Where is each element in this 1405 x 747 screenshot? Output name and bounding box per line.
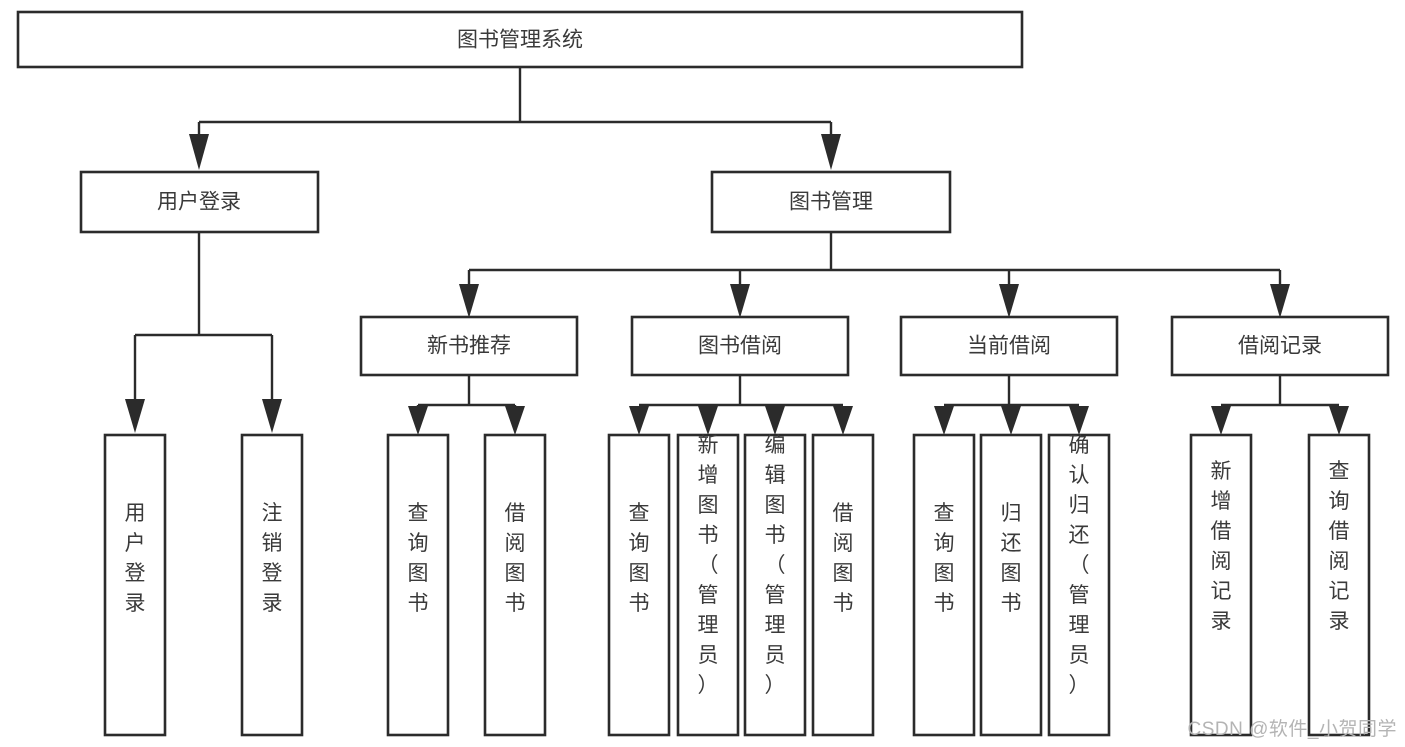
arrow-head-user-login — [189, 134, 209, 170]
node-borrow-record[interactable]: 借阅记录 — [1170, 315, 1390, 377]
arrow-head-new-book-recommend — [459, 284, 479, 318]
arrow-head-br-leaf-1 — [1211, 406, 1231, 435]
node-user-login-box — [79, 170, 320, 234]
leaf-bb-add-book-label: 新增图书（管理员） — [698, 434, 719, 697]
connector-layer — [125, 67, 1349, 435]
leaf-br-add-record[interactable]: 新增借阅记录 — [1189, 433, 1253, 737]
leaf-br-query-record[interactable]: 查询借阅记录 — [1307, 433, 1371, 737]
leaf-br-query-record-box — [1307, 433, 1371, 737]
node-root-system-label: 图书管理系统 — [457, 29, 583, 52]
leaf-cb-query-book-box — [912, 433, 976, 737]
leaf-cb-query-book[interactable]: 查询图书 — [912, 433, 976, 737]
leaf-bb-borrow-book-box — [811, 433, 875, 737]
leaf-bb-borrow-book[interactable]: 借阅图书 — [811, 433, 875, 737]
leaf-user-login-login-label: 用户登录 — [125, 502, 146, 615]
leaf-bb-edit-book-label: 编辑图书（管理员） — [765, 434, 786, 697]
leaf-cb-confirm-return-label: 确认归还（管理员） — [1069, 434, 1090, 697]
leaf-bb-edit-book-box — [743, 433, 807, 737]
arrow-head-bb-leaf-2 — [698, 406, 718, 435]
leaf-cb-return-book-label: 归还图书 — [1001, 502, 1022, 615]
node-book-borrow[interactable]: 图书借阅 — [630, 315, 850, 377]
node-current-borrow-box — [899, 315, 1119, 377]
node-root-system[interactable]: 图书管理系统 — [16, 10, 1024, 69]
leaf-bb-add-book[interactable]: 新增图书（管理员） — [676, 433, 740, 737]
arrow-head-br-leaf-2 — [1329, 406, 1349, 435]
arrow-head-user-login-leaf-2 — [262, 399, 282, 433]
watermark-csdn: CSDN @软件_小贺同学 — [1187, 719, 1397, 740]
leaf-cb-confirm-return-box — [1047, 433, 1111, 737]
leaf-br-add-record-label: 新增借阅记录 — [1211, 460, 1232, 633]
arrow-head-nbr-leaf-1 — [408, 406, 428, 435]
arrow-head-book-management — [821, 134, 841, 170]
arrow-head-nbr-leaf-2 — [505, 406, 525, 435]
leaf-nbr-query-book-box — [386, 433, 450, 737]
leaf-bb-query-book-box — [607, 433, 671, 737]
arrow-head-bb-leaf-1 — [629, 406, 649, 435]
node-current-borrow-label: 当前借阅 — [967, 335, 1051, 358]
arrow-head-cb-leaf-3 — [1069, 406, 1089, 435]
node-book-management-box — [710, 170, 952, 234]
node-user-login[interactable]: 用户登录 — [79, 170, 320, 234]
leaf-user-login-login-box — [103, 433, 167, 737]
arrow-head-current-borrow — [999, 284, 1019, 318]
arrow-head-bb-leaf-3 — [765, 406, 785, 435]
leaf-br-add-record-box — [1189, 433, 1253, 737]
node-book-borrow-label: 图书借阅 — [698, 335, 782, 358]
leaf-nbr-borrow-book-box — [483, 433, 547, 737]
node-borrow-record-box — [1170, 315, 1390, 377]
node-book-management-label: 图书管理 — [789, 191, 873, 214]
node-new-book-recommend-box — [359, 315, 579, 377]
node-new-book-recommend[interactable]: 新书推荐 — [359, 315, 579, 377]
leaf-bb-query-book[interactable]: 查询图书 — [607, 433, 671, 737]
leaf-user-login-login[interactable]: 用户登录 — [103, 433, 167, 737]
leaf-nbr-query-book[interactable]: 查询图书 — [386, 433, 450, 737]
leaf-br-query-record-label: 查询借阅记录 — [1329, 460, 1350, 633]
node-new-book-recommend-label: 新书推荐 — [427, 335, 511, 358]
arrow-head-cb-leaf-1 — [934, 406, 954, 435]
arrow-head-book-borrow — [730, 284, 750, 318]
leaf-cb-return-book-box — [979, 433, 1043, 737]
leaf-user-login-logout-label: 注销登录 — [262, 502, 283, 615]
node-book-borrow-box — [630, 315, 850, 377]
arrow-head-user-login-leaf-1 — [125, 399, 145, 433]
leaf-nbr-borrow-book[interactable]: 借阅图书 — [483, 433, 547, 737]
leaf-cb-query-book-label: 查询图书 — [934, 502, 955, 615]
leaf-nbr-borrow-book-label: 借阅图书 — [505, 502, 526, 615]
leaf-bb-edit-book[interactable]: 编辑图书（管理员） — [743, 433, 807, 737]
leaf-bb-query-book-label: 查询图书 — [629, 502, 650, 615]
leaf-cb-confirm-return[interactable]: 确认归还（管理员） — [1047, 433, 1111, 737]
leaf-bb-add-book-box — [676, 433, 740, 737]
node-book-management[interactable]: 图书管理 — [710, 170, 952, 234]
leaf-nbr-query-book-label: 查询图书 — [408, 502, 429, 615]
leaf-user-login-logout[interactable]: 注销登录 — [240, 433, 304, 737]
node-borrow-record-label: 借阅记录 — [1238, 335, 1322, 358]
arrow-head-cb-leaf-2 — [1001, 406, 1021, 435]
arrow-head-borrow-record — [1270, 284, 1290, 318]
node-root-system-box — [16, 10, 1024, 69]
leaf-user-login-logout-box — [240, 433, 304, 737]
leaf-cb-return-book[interactable]: 归还图书 — [979, 433, 1043, 737]
node-current-borrow[interactable]: 当前借阅 — [899, 315, 1119, 377]
node-user-login-label: 用户登录 — [157, 191, 241, 214]
leaf-bb-borrow-book-label: 借阅图书 — [833, 502, 854, 615]
arrow-head-bb-leaf-4 — [833, 406, 853, 435]
